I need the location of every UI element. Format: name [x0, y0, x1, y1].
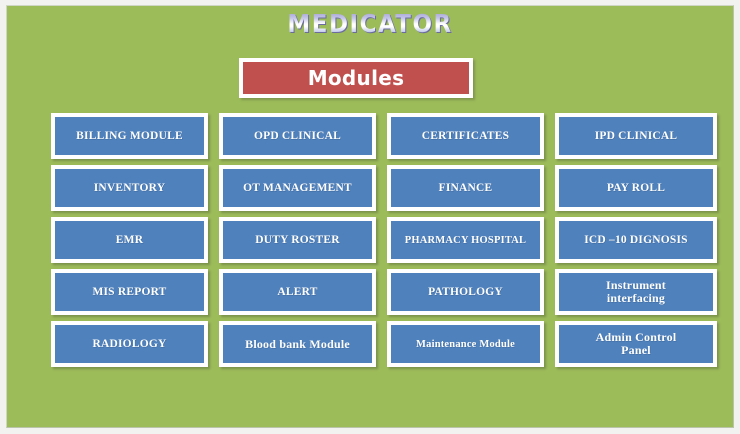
module-button-label: OPD CLINICAL	[253, 129, 342, 142]
module-button[interactable]: MIS REPORT	[51, 269, 208, 315]
module-button[interactable]: Blood bank Module	[219, 321, 376, 367]
module-button[interactable]: CERTIFICATES	[387, 113, 544, 159]
module-button-label: PAY ROLL	[606, 181, 666, 194]
module-button-label: ICD –10 DIGNOSIS	[584, 233, 688, 246]
module-button-label: Blood bank Module	[245, 336, 350, 351]
module-button[interactable]: INVENTORY	[51, 165, 208, 211]
module-button[interactable]: OPD CLINICAL	[219, 113, 376, 159]
modules-header-label: Modules	[307, 66, 405, 90]
module-button-label: Admin Control Panel	[595, 330, 677, 357]
module-button[interactable]: Admin Control Panel	[555, 321, 717, 367]
module-button[interactable]: DUTY ROSTER	[219, 217, 376, 263]
module-button[interactable]: PAY ROLL	[555, 165, 717, 211]
app-title-bar: MEDICATOR	[7, 8, 733, 40]
module-button[interactable]: Maintenance Module	[387, 321, 544, 367]
module-button-label: FINANCE	[438, 181, 493, 194]
module-button-label: IPD CLINICAL	[594, 129, 678, 142]
module-button-label: Maintenance Module	[416, 338, 515, 350]
module-button-label: RADIOLOGY	[92, 337, 167, 350]
module-button-label: Instrument interfacing	[605, 278, 666, 305]
module-button-label: EMR	[115, 233, 144, 246]
module-button[interactable]: FINANCE	[387, 165, 544, 211]
module-button[interactable]: OT MANAGEMENT	[219, 165, 376, 211]
module-button[interactable]: ICD –10 DIGNOSIS	[555, 217, 717, 263]
module-button[interactable]: BILLING MODULE	[51, 113, 208, 159]
module-button-label: DUTY ROSTER	[255, 233, 340, 246]
module-button-label: PATHOLOGY	[428, 285, 503, 298]
module-button-label: MIS REPORT	[92, 285, 167, 298]
module-button-label: PHARMACY HOSPITAL	[404, 234, 527, 246]
module-button-label: INVENTORY	[93, 181, 166, 194]
module-button[interactable]: EMR	[51, 217, 208, 263]
module-button[interactable]: ALERT	[219, 269, 376, 315]
modules-grid: BILLING MODULE OPD CLINICAL CERTIFICATES IP…	[51, 113, 717, 367]
module-button[interactable]: PATHOLOGY	[387, 269, 544, 315]
modules-header-banner: Modules	[239, 58, 473, 98]
module-button[interactable]: Instrument interfacing	[555, 269, 717, 315]
module-button-label: BILLING MODULE	[76, 129, 183, 142]
module-button[interactable]: PHARMACY HOSPITAL	[387, 217, 544, 263]
module-button[interactable]: IPD CLINICAL	[555, 113, 717, 159]
module-button[interactable]: RADIOLOGY	[51, 321, 208, 367]
app-canvas: MEDICATOR Modules BILLING MODULE OPD CLIN…	[6, 5, 734, 428]
module-button-label: OT MANAGEMENT	[243, 181, 352, 194]
module-button-label: CERTIFICATES	[421, 129, 510, 142]
module-button-label: ALERT	[277, 285, 318, 298]
page-title: MEDICATOR	[287, 9, 453, 38]
